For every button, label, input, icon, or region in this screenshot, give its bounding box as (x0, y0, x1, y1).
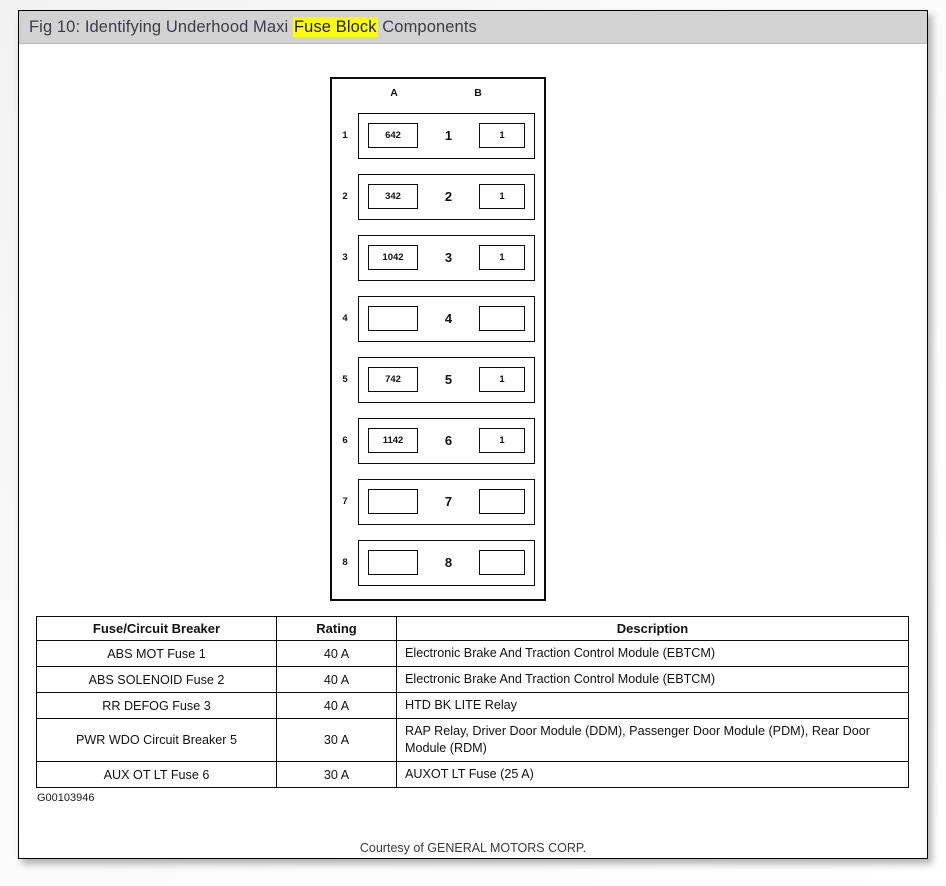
fuse-slot-center-label: 6 (444, 433, 453, 448)
cell-description: RAP Relay, Driver Door Module (DDM), Pas… (396, 718, 909, 762)
cell-description: AUXOT LT Fuse (25 A) (396, 761, 909, 788)
fuse-slot-center-label: 4 (444, 311, 453, 326)
fuse-row-body: 8 (358, 539, 535, 586)
fuse-slot-a[interactable] (368, 550, 418, 575)
document-sheet: Fig 10: Identifying Underhood Maxi Fuse … (18, 10, 928, 859)
cell-rating: 30 A (276, 761, 397, 788)
column-header-b: B (474, 87, 482, 99)
cell-description: Electronic Brake And Traction Control Mo… (396, 640, 909, 667)
fuse-row: 1 642 1 1 (332, 105, 544, 166)
fuse-row-body: 742 5 1 (358, 356, 535, 403)
fuse-description-table: Fuse/Circuit Breaker Rating Description … (36, 616, 909, 788)
fuse-row-index: 4 (342, 313, 348, 324)
figure-title-highlight: Fuse Block (292, 16, 378, 37)
fuse-slot-a[interactable]: 642 (368, 123, 418, 148)
cell-fuse-name: ABS MOT Fuse 1 (36, 640, 277, 667)
fuse-row: 2 342 2 1 (332, 166, 544, 227)
fuse-slot-a[interactable]: 342 (368, 184, 418, 209)
cell-rating: 40 A (276, 692, 397, 719)
fuse-slot-a[interactable]: 1142 (368, 428, 418, 453)
fuse-slot-center-label: 2 (444, 189, 453, 204)
cell-fuse-name: PWR WDO Circuit Breaker 5 (36, 718, 277, 762)
fuse-row-body: 4 (358, 295, 535, 342)
header-fuse-name: Fuse/Circuit Breaker (36, 616, 277, 641)
fuse-row-body: 1142 6 1 (358, 417, 535, 464)
table-head: Fuse/Circuit Breaker Rating Description (36, 616, 909, 641)
fuse-slot-center-label: 1 (444, 128, 453, 143)
fuse-row-body: 642 1 1 (358, 112, 535, 159)
fuse-slot-b[interactable] (479, 489, 525, 514)
fuse-row-index: 1 (342, 130, 348, 141)
fuse-row-index: 6 (342, 435, 348, 446)
fuse-row-index: 3 (342, 252, 348, 263)
fuse-row-index: 2 (342, 191, 348, 202)
header-rating: Rating (276, 616, 397, 641)
fuse-slot-b[interactable]: 1 (479, 123, 525, 148)
fuse-slot-center-label: 5 (444, 372, 453, 387)
fuse-slot-b[interactable]: 1 (479, 184, 525, 209)
fuse-slot-a[interactable] (368, 306, 418, 331)
fuse-slot-b[interactable] (479, 550, 525, 575)
fuse-slot-a[interactable]: 1042 (368, 245, 418, 270)
fuse-slot-a[interactable]: 742 (368, 367, 418, 392)
figure-id-label: G00103946 (37, 792, 95, 804)
fuse-row-body: 342 2 1 (358, 173, 535, 220)
fuse-slot-b[interactable] (479, 306, 525, 331)
cell-fuse-name: ABS SOLENOID Fuse 2 (36, 666, 277, 693)
figure-title-suffix: Components (377, 17, 477, 36)
fuse-slot-a[interactable] (368, 489, 418, 514)
fuse-row-index: 5 (342, 374, 348, 385)
fuse-row-body: 1042 3 1 (358, 234, 535, 281)
cell-rating: 40 A (276, 640, 397, 667)
figure-title-bar: Fig 10: Identifying Underhood Maxi Fuse … (19, 11, 927, 44)
fuse-row-body: 7 (358, 478, 535, 525)
cell-rating: 30 A (276, 718, 397, 762)
fuse-slot-b[interactable]: 1 (479, 245, 525, 270)
fuse-slot-center-label: 8 (444, 555, 453, 570)
header-description: Description (396, 616, 909, 641)
cell-fuse-name: AUX OT LT Fuse 6 (36, 761, 277, 788)
figure-title-prefix: Fig 10: Identifying Underhood Maxi (29, 17, 293, 36)
cell-fuse-name: RR DEFOG Fuse 3 (36, 692, 277, 719)
cell-description: Electronic Brake And Traction Control Mo… (396, 666, 909, 693)
table-header-row: Fuse/Circuit Breaker Rating Description (36, 616, 909, 641)
fuse-slot-center-label: 7 (444, 494, 453, 509)
courtesy-line: Courtesy of GENERAL MOTORS CORP. (359, 841, 587, 855)
fuse-row-index: 7 (342, 496, 348, 507)
fuse-row-index: 8 (342, 557, 348, 568)
fuse-slot-b[interactable]: 1 (479, 367, 525, 392)
column-header-a: A (390, 87, 398, 99)
fuse-row: 5 742 5 1 (332, 349, 544, 410)
fuse-row: 3 1042 3 1 (332, 227, 544, 288)
fuse-slot-center-label: 3 (444, 250, 453, 265)
fuse-row: 6 1142 6 1 (332, 410, 544, 471)
cell-rating: 40 A (276, 666, 397, 693)
figure-title: Fig 10: Identifying Underhood Maxi Fuse … (29, 16, 477, 37)
fuse-slot-b[interactable]: 1 (479, 428, 525, 453)
cell-description: HTD BK LITE Relay (396, 692, 909, 719)
